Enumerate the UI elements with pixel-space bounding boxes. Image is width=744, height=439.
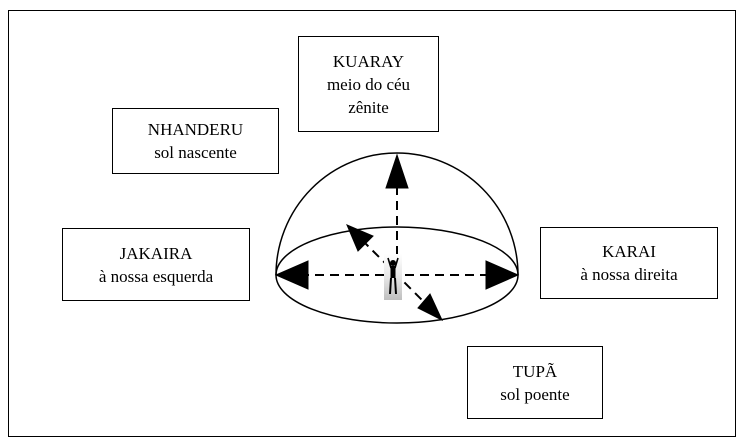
- arrow-right-karai: [485, 260, 520, 290]
- jakaira-title: JAKAIRA: [119, 243, 193, 263]
- karai-title: KARAI: [602, 242, 656, 261]
- nhanderu-box: NHANDERU sol nascente: [112, 108, 279, 174]
- karai-description: à nossa direita: [580, 265, 678, 284]
- kuaray-title: KUARAY: [332, 51, 405, 71]
- karai-box: KARAI à nossa direita: [540, 227, 718, 299]
- arrow-front-tupa: [417, 293, 444, 322]
- sky-dome: [275, 152, 519, 276]
- kuaray-description-2: zênite: [348, 97, 389, 117]
- tupa-title: TUPÃ: [512, 361, 558, 381]
- tupa-description: sol poente: [500, 384, 570, 404]
- arrow-left-jakaira: [274, 260, 309, 290]
- tupa-box: TUPÃ sol poente: [467, 346, 603, 419]
- arrow-up-kuaray: [385, 153, 409, 189]
- arrow-back-nhanderu: [346, 224, 374, 252]
- kuaray-description: meio do céu: [326, 74, 411, 94]
- kuaray-box: KUARAY meio do céu zênite: [298, 36, 439, 132]
- nhanderu-description: sol nascente: [154, 143, 237, 162]
- jakaira-box: JAKAIRA à nossa esquerda: [62, 228, 250, 301]
- nhanderu-title: NHANDERU: [147, 120, 244, 139]
- jakaira-description: à nossa esquerda: [98, 266, 214, 286]
- person-arms-raised-icon: [384, 254, 402, 300]
